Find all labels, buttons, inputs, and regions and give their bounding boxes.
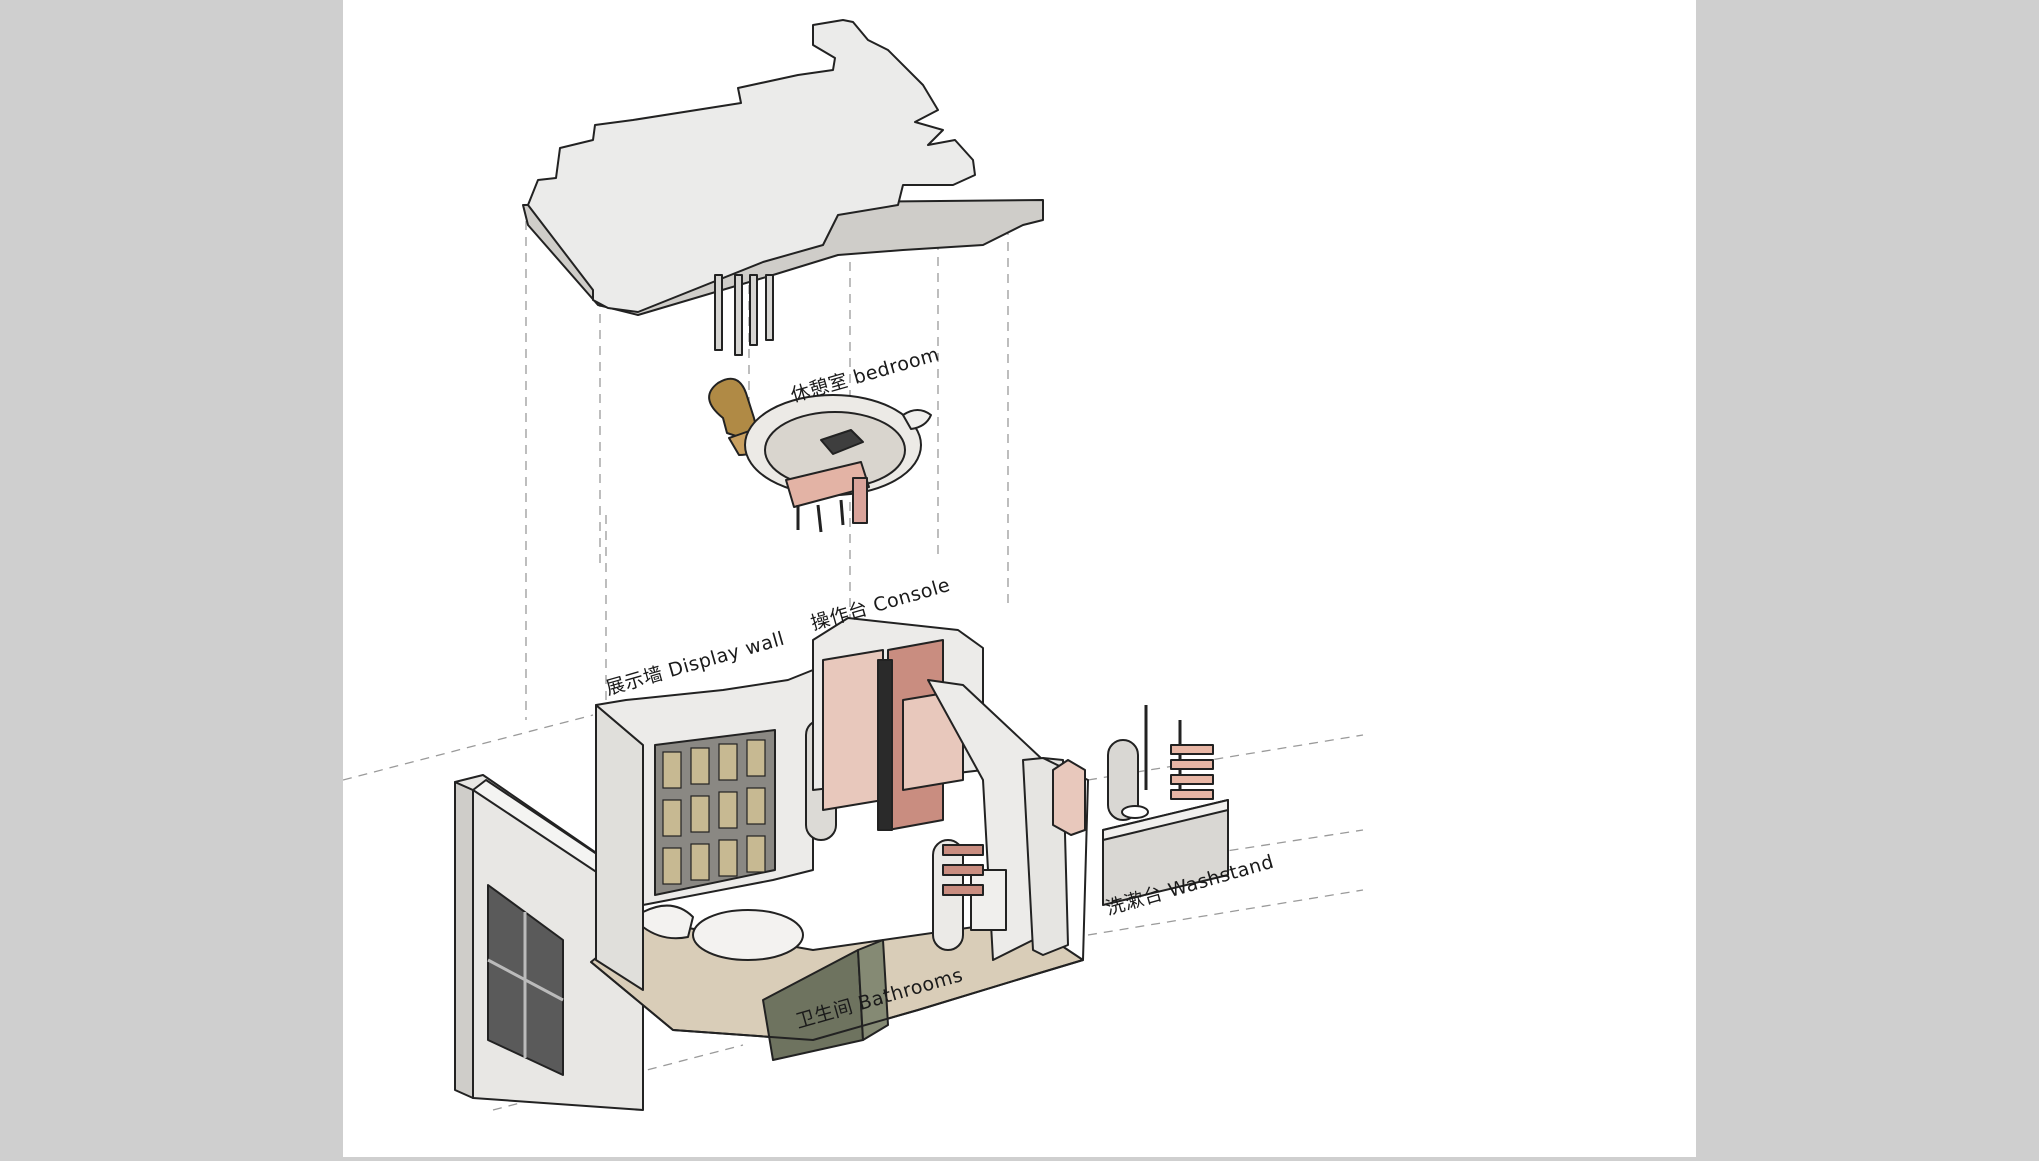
exploded-axonometric-diagram: 休憩室 bedroom (342, 19, 1364, 1111)
diagram-panel: 休憩室 bedroom (342, 0, 1696, 1157)
ceiling-slab (522, 19, 1044, 356)
bedroom-furniture (708, 377, 932, 533)
washstand-group (1052, 705, 1229, 906)
main-room-block (590, 617, 1089, 1061)
